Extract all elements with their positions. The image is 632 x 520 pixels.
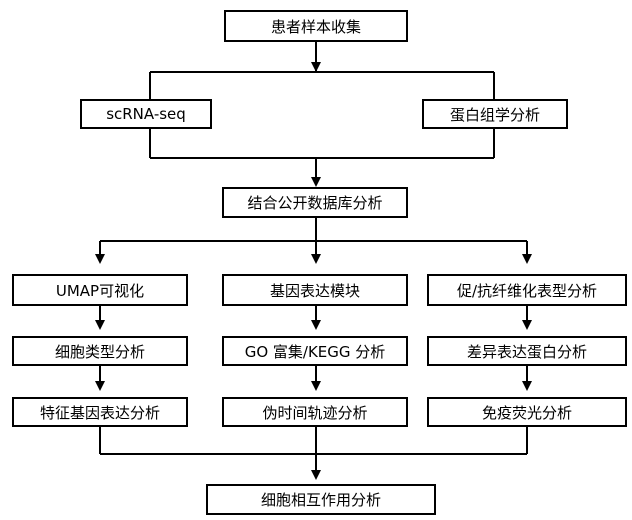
- node-gene-module: 基因表达模块: [222, 274, 408, 306]
- node-scrna-seq: scRNA-seq: [80, 99, 212, 129]
- node-public-database-analysis: 结合公开数据库分析: [222, 187, 408, 218]
- node-feature-gene-expression: 特征基因表达分析: [12, 397, 188, 427]
- node-pseudotime: 伪时间轨迹分析: [222, 397, 408, 427]
- node-umap: UMAP可视化: [12, 274, 188, 306]
- node-cell-interaction: 细胞相互作用分析: [206, 484, 436, 515]
- node-go-kegg: GO 富集/KEGG 分析: [222, 336, 408, 366]
- node-cell-type: 细胞类型分析: [12, 336, 188, 366]
- node-proteomics: 蛋白组学分析: [422, 99, 568, 129]
- node-fibrosis-phenotype: 促/抗纤维化表型分析: [427, 274, 627, 306]
- node-patient-sample-collection: 患者样本收集: [224, 10, 408, 42]
- node-differential-protein: 差异表达蛋白分析: [427, 336, 627, 366]
- node-immunofluorescence: 免疫荧光分析: [427, 397, 627, 427]
